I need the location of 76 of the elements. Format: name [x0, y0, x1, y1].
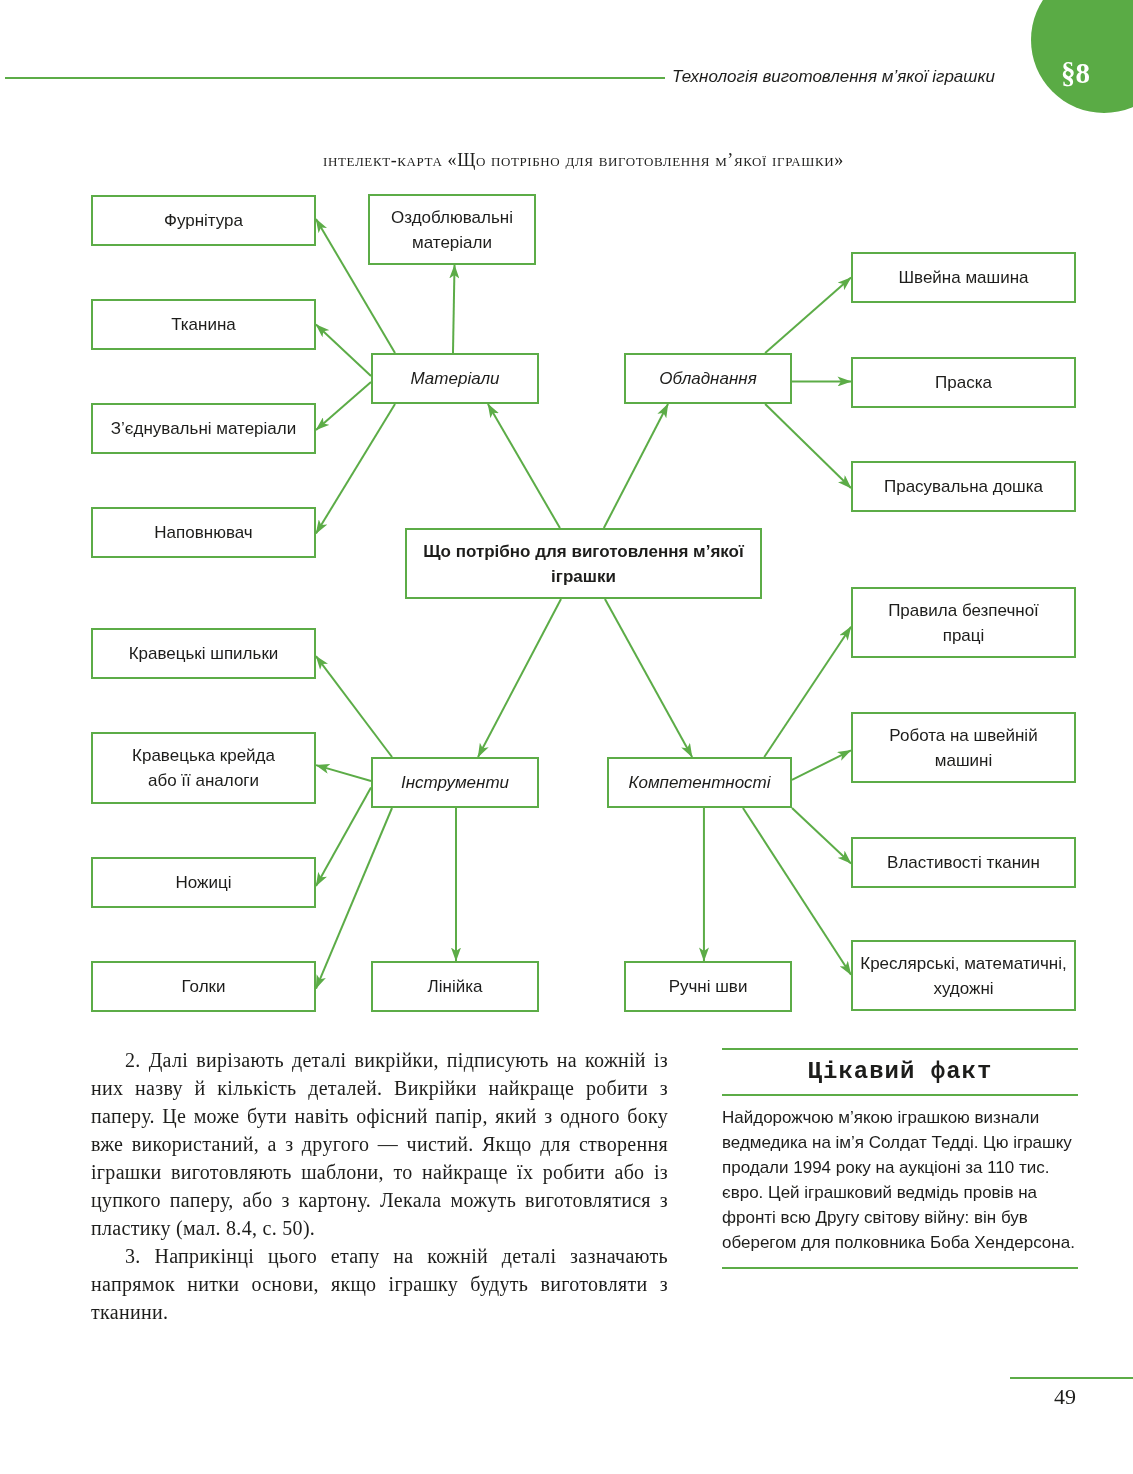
box-text: Властивості тканин	[887, 852, 1040, 874]
topic-box	[91, 195, 316, 246]
arrow	[791, 376, 852, 387]
arrow	[315, 764, 372, 782]
box-text: Матеріали	[410, 368, 500, 390]
fact-heading: Цікавий факт	[806, 1057, 994, 1087]
topic-box	[851, 940, 1076, 1011]
category-box	[607, 757, 792, 808]
topic-box	[91, 299, 316, 350]
box-text: Кравецькі шпильки	[128, 643, 279, 665]
topic-box	[91, 628, 316, 679]
box-text: Тканина	[171, 314, 236, 336]
page-number: 49	[1054, 1384, 1076, 1410]
arrow	[791, 807, 852, 865]
arrow	[764, 403, 852, 490]
arrow	[315, 381, 372, 432]
topic-box	[851, 357, 1076, 408]
topic-box	[91, 857, 316, 908]
box-text: Ножиці	[175, 872, 232, 894]
map-title: інтелект-карта «Що потрібно для виготовлення м’якої іграшки»	[322, 149, 845, 172]
box-text: Лінійка	[427, 976, 483, 998]
box-text: Швейна машина	[898, 267, 1029, 289]
arrow	[315, 217, 396, 354]
arrow	[315, 655, 393, 758]
section-number: §8	[1061, 56, 1090, 90]
topic-box	[851, 587, 1076, 658]
topic-box	[851, 461, 1076, 512]
arrow	[764, 276, 852, 354]
box-text: З’єднувальні матеріали	[110, 418, 297, 440]
box-text: Що потрібно для виготовлення м’якої іграшки	[422, 540, 745, 588]
topic-box	[91, 403, 316, 454]
arrow	[763, 625, 852, 758]
arrow	[791, 749, 852, 781]
category-box	[371, 757, 539, 808]
topic-box	[851, 837, 1076, 888]
box-text: Оздоблювальні матеріали	[390, 206, 514, 254]
topic-box	[91, 507, 316, 558]
fact-text: Найдорожчою м’якою іграшкою визнали ведмедика на ім’я Солдат Тедді. Цю іграшку продали 1994 року на аукціоні за 110 тис. євро. Цей іграшковий ведмідь провів на фронті всю Другу світову війну: він був оберегом для полковника Боба Хендерсона.	[722, 1107, 1076, 1254]
box-text: Правила безпечної праці	[887, 599, 1040, 647]
arrow	[698, 807, 709, 962]
arrow	[742, 807, 852, 976]
topic-box	[851, 712, 1076, 783]
box-text: Компетентності	[628, 772, 771, 794]
box-text: Праска	[935, 372, 992, 394]
box-text: Ручні шви	[668, 976, 748, 998]
arrow	[315, 807, 393, 990]
arrow	[449, 264, 460, 354]
box-text: Креслярські, математичні, художні	[859, 952, 1068, 1000]
box-text: Наповнювач	[154, 522, 253, 544]
box-text: Обладнання	[659, 368, 757, 390]
arrow	[602, 403, 669, 529]
body-paragraph: 2. Далі вирізають деталі викрійки, підписують на кожній із них назву й кількість деталей. Викрійки найкраще робити з паперу. Це може бути навіть офісний папір, який з одного боку вже використаний, а з другого — чистий. Якщо для створення іграшки виготовляють шаблони, то найкраще їх робити або із цупкого паперу, або з картону. Лекала можуть виготовлятися з пластику (мал. 8.4, с. 50).	[91, 1048, 668, 1242]
arrow	[477, 598, 562, 758]
topic-box	[624, 961, 792, 1012]
body-paragraph: 3. Наприкінці цього етапу на кожній деталі зазначають напрямок нитки основи, якщо іграшку будуть виготовляти з тканини.	[91, 1244, 668, 1325]
arrow	[315, 323, 372, 377]
central-topic-box	[405, 528, 762, 599]
arrow	[451, 807, 461, 962]
category-box	[624, 353, 792, 404]
running-header: Технологія виготовлення м’якої іграшки	[672, 66, 995, 88]
arrow	[315, 786, 372, 888]
topic-box	[91, 961, 316, 1012]
arrow	[315, 403, 396, 535]
arrow	[486, 403, 561, 529]
topic-box	[91, 732, 316, 804]
box-text: Голки	[181, 976, 226, 998]
box-text: Кравецька крейда або її аналоги	[131, 745, 276, 792]
box-text: Інструменти	[401, 772, 509, 794]
topic-box	[371, 961, 539, 1012]
box-text: Робота на швейній машині	[888, 724, 1039, 772]
topic-box	[368, 194, 536, 265]
category-box	[371, 353, 539, 404]
box-text: Фурнітура	[163, 210, 244, 232]
box-text: Прасувальна дошка	[883, 476, 1043, 498]
arrow	[603, 598, 694, 758]
topic-box	[851, 252, 1076, 303]
